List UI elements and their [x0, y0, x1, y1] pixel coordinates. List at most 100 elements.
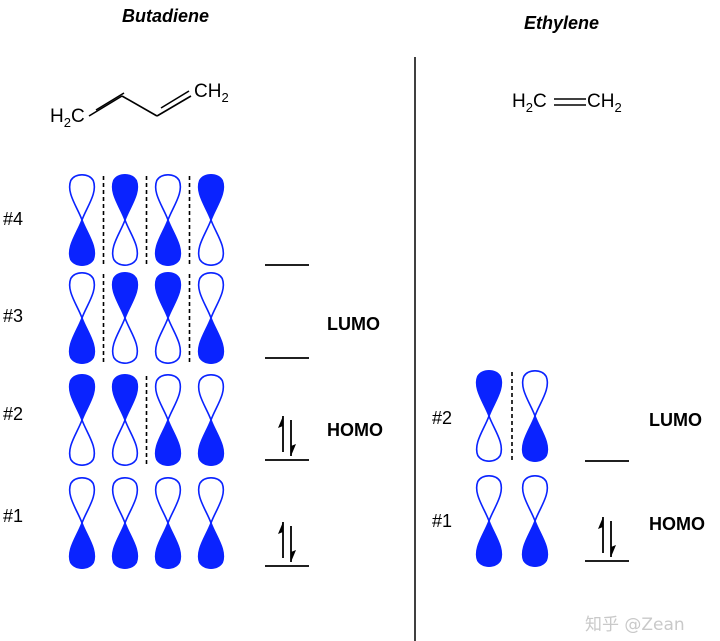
- butadiene-orbitals: [68, 174, 225, 569]
- bond-c3-c4: [156, 95, 192, 117]
- p-orbital-bottom-lobe: [197, 315, 225, 364]
- p-orbital-bottom-lobe: [475, 518, 503, 567]
- butadiene-mo-row: [68, 174, 225, 266]
- p-orbital-bottom-lobe: [111, 520, 139, 569]
- p-orbital: [197, 174, 225, 266]
- energy-level: [265, 522, 309, 567]
- ethylene-double-bond: [554, 98, 586, 106]
- p-orbital: [475, 370, 503, 462]
- p-orbital: [521, 370, 549, 462]
- p-orbital: [111, 374, 139, 466]
- bond-c1-c2: [88, 95, 123, 117]
- butadiene-mo-4-label: #4: [3, 209, 24, 229]
- bond-c1-c2-double: [95, 92, 125, 111]
- p-orbital-top-lobe: [475, 370, 503, 419]
- formula-h: H: [50, 106, 64, 127]
- butadiene-title: Butadiene: [122, 6, 210, 26]
- ethylene-mo-row: [475, 475, 549, 567]
- p-orbital: [111, 174, 139, 266]
- bond-c3-c4-double: [160, 90, 190, 109]
- p-orbital: [475, 475, 503, 567]
- formula-ch: CH: [194, 81, 222, 102]
- formula-ch: CH: [587, 91, 615, 112]
- butadiene-formula-right: CH2: [194, 81, 229, 105]
- p-orbital: [68, 272, 96, 364]
- arrow-head: [278, 416, 283, 428]
- p-orbital: [68, 174, 96, 266]
- p-orbital-bottom-lobe: [154, 520, 182, 569]
- p-orbital-bottom-lobe: [197, 520, 225, 569]
- watermark: 知乎 @Zean: [585, 615, 685, 635]
- butadiene-mo-3-label: #3: [3, 306, 24, 326]
- p-orbital-top-lobe: [68, 374, 96, 423]
- p-orbital-top-lobe: [111, 374, 139, 423]
- arrow-head: [291, 444, 296, 456]
- p-orbital: [154, 477, 182, 569]
- ethylene-mo-2-label: #2: [432, 408, 453, 428]
- butadiene-homo-label: HOMO: [327, 420, 383, 440]
- formula-c: C: [70, 106, 85, 127]
- energy-level: [265, 416, 309, 461]
- p-orbital-bottom-lobe: [68, 315, 96, 364]
- p-orbital-bottom-lobe: [475, 413, 503, 462]
- ethylene-mo-row: [475, 370, 549, 462]
- p-orbital: [197, 477, 225, 569]
- energy-level: [585, 517, 629, 562]
- p-orbital-bottom-lobe: [111, 417, 139, 466]
- butadiene-mo-row: [68, 477, 225, 569]
- p-orbital-bottom-lobe: [154, 315, 182, 364]
- p-orbital-top-lobe: [197, 477, 225, 526]
- p-orbital: [154, 174, 182, 266]
- p-orbital-top-lobe: [154, 272, 182, 321]
- p-orbital-top-lobe: [197, 272, 225, 321]
- p-orbital-top-lobe: [475, 475, 503, 524]
- p-orbital: [111, 477, 139, 569]
- formula-sub: 2: [525, 99, 533, 115]
- p-orbital-bottom-lobe: [197, 417, 225, 466]
- p-orbital-top-lobe: [68, 174, 96, 223]
- p-orbital-bottom-lobe: [154, 217, 182, 266]
- p-orbital-top-lobe: [521, 370, 549, 419]
- formula-sub: 2: [221, 89, 229, 105]
- arrow-head: [278, 522, 283, 534]
- ethylene-lumo-label: LUMO: [649, 410, 702, 430]
- formula-h: H: [512, 91, 526, 112]
- arrow-head: [598, 517, 603, 529]
- arrow-head: [291, 550, 296, 562]
- p-orbital-bottom-lobe: [197, 217, 225, 266]
- ethylene-homo-label: HOMO: [649, 514, 705, 534]
- p-orbital-top-lobe: [154, 374, 182, 423]
- arrow-head: [611, 545, 616, 557]
- ethylene-formula-left: H2C: [512, 91, 547, 115]
- butadiene-lumo-label: LUMO: [327, 314, 380, 334]
- ethylene-formula-right: CH2: [587, 91, 622, 115]
- p-orbital-top-lobe: [111, 477, 139, 526]
- p-orbital: [68, 477, 96, 569]
- p-orbital-top-lobe: [111, 174, 139, 223]
- p-orbital-bottom-lobe: [154, 417, 182, 466]
- energy-levels: [265, 264, 629, 567]
- p-orbital-top-lobe: [154, 477, 182, 526]
- p-orbital-top-lobe: [197, 174, 225, 223]
- p-orbital-top-lobe: [111, 272, 139, 321]
- p-orbital: [68, 374, 96, 466]
- bond-c2-c3: [121, 95, 158, 117]
- butadiene-mo-2-label: #2: [3, 404, 24, 424]
- p-orbital-bottom-lobe: [111, 315, 139, 364]
- ethylene-title: Ethylene: [524, 13, 600, 33]
- p-orbital-bottom-lobe: [68, 217, 96, 266]
- formula-sub: 2: [63, 114, 71, 130]
- p-orbital-bottom-lobe: [68, 520, 96, 569]
- butadiene-mo-row: [68, 272, 225, 364]
- p-orbital-top-lobe: [521, 475, 549, 524]
- p-orbital: [111, 272, 139, 364]
- butadiene-mo-1-label: #1: [3, 506, 24, 526]
- p-orbital-top-lobe: [197, 374, 225, 423]
- p-orbital-top-lobe: [68, 272, 96, 321]
- p-orbital: [197, 272, 225, 364]
- ethylene-mo-1-label: #1: [432, 511, 453, 531]
- p-orbital-bottom-lobe: [111, 217, 139, 266]
- p-orbital-bottom-lobe: [68, 417, 96, 466]
- formula-sub: 2: [614, 99, 622, 115]
